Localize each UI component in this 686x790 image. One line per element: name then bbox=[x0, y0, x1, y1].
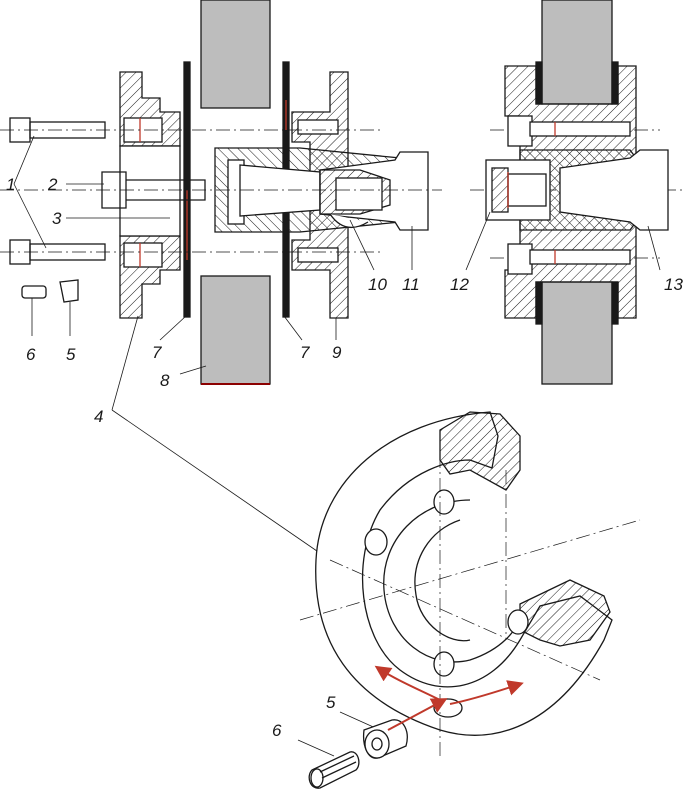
flange-cut-top bbox=[439, 411, 521, 491]
label-1: 1 bbox=[6, 175, 15, 194]
label-10: 10 bbox=[368, 275, 387, 294]
isometric-flange bbox=[315, 411, 613, 736]
flange-outer-rim bbox=[315, 411, 613, 736]
label-3: 3 bbox=[52, 209, 62, 228]
flange-cut-right bbox=[519, 579, 611, 647]
grinding-wheel-top bbox=[200, 0, 271, 109]
label-2: 2 bbox=[47, 175, 58, 194]
bolt-hole-4 bbox=[507, 609, 529, 635]
label-12: 12 bbox=[450, 275, 469, 294]
part-labels: 1 2 3 4 6 5 7 8 7 9 10 11 12 13 5 6 bbox=[6, 175, 683, 740]
wedge-small bbox=[59, 279, 79, 303]
label-6-top: 6 bbox=[26, 345, 36, 364]
key-small bbox=[21, 285, 47, 299]
assembled-wheel-bottom bbox=[541, 281, 613, 385]
leader-lines bbox=[13, 135, 661, 757]
label-13: 13 bbox=[664, 275, 683, 294]
bolt-hole-1 bbox=[364, 528, 388, 556]
label-11: 11 bbox=[402, 275, 420, 294]
label-7-left: 7 bbox=[152, 343, 162, 362]
right-assembly bbox=[485, 0, 669, 385]
label-5-bottom: 5 bbox=[326, 693, 336, 712]
motion-arrows bbox=[374, 665, 524, 731]
rotation-arrow bbox=[374, 665, 441, 701]
label-7-right: 7 bbox=[300, 343, 310, 362]
blotter-left bbox=[183, 61, 191, 318]
label-4: 4 bbox=[94, 407, 103, 426]
insert-arrow bbox=[387, 698, 448, 731]
label-8: 8 bbox=[160, 371, 170, 390]
central-screw bbox=[101, 171, 206, 209]
bolt-hole-2 bbox=[433, 489, 455, 515]
iso-key-parts bbox=[308, 719, 408, 789]
label-9: 9 bbox=[332, 343, 342, 362]
label-5-top: 5 bbox=[66, 345, 76, 364]
label-6-bottom: 6 bbox=[272, 721, 282, 740]
left-assembly bbox=[9, 0, 429, 385]
grinding-wheel-bottom bbox=[200, 275, 271, 385]
flange-hub-step bbox=[414, 519, 471, 642]
bolt-hole-3 bbox=[433, 651, 455, 677]
assembled-wheel-top bbox=[541, 0, 613, 105]
flange-inner-bore bbox=[383, 499, 521, 663]
